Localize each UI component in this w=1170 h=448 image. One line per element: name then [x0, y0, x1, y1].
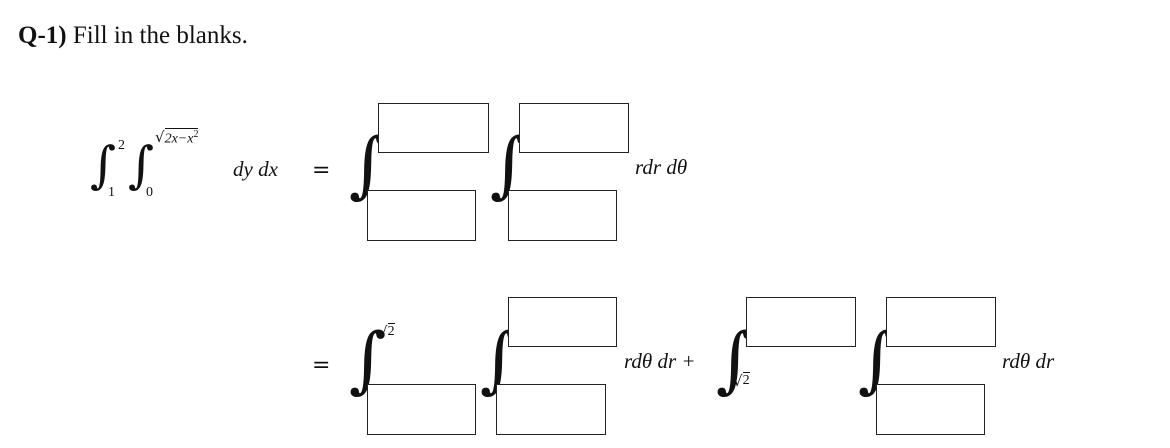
lhs-outer-upper-limit: 2	[118, 138, 125, 153]
lhs-inner-upper-limit: √ 2x−x2	[155, 128, 199, 148]
lhs-inner-lower-limit: 0	[146, 185, 153, 200]
blank-box-rhs2-first-inner-upper[interactable]	[508, 297, 617, 347]
blank-box-rhs2-first-inner-lower[interactable]	[496, 384, 606, 435]
sqrt-radicand: 2	[387, 323, 395, 339]
question-heading: Q-1) Fill in the blanks.	[18, 22, 248, 50]
blank-box-rhs2-second-inner-lower[interactable]	[876, 384, 985, 435]
equals-sign-2: =	[312, 353, 331, 378]
question-instruction: Fill in the blanks.	[72, 22, 248, 49]
lhs-outer-integral-sign: ∫	[90, 136, 117, 194]
sqrt-symbol: √	[733, 372, 743, 390]
rhs2-first-outer-upper-limit: √ 2	[378, 323, 395, 342]
lhs-differentials: dy dx	[233, 157, 278, 181]
sqrt-symbol: √	[378, 323, 388, 341]
rhs1-integrand: rdr dθ	[635, 155, 688, 179]
blank-box-rhs1-inner-lower[interactable]	[508, 190, 617, 241]
rhs2-second-outer-lower-limit: √ 2	[733, 372, 750, 391]
question-number: Q-1)	[18, 22, 67, 49]
sqrt-radicand: 2	[742, 372, 750, 388]
sqrt-symbol: √	[155, 128, 165, 146]
blank-box-rhs1-outer-upper[interactable]	[378, 103, 489, 153]
rhs2-second-integrand: rdθ dr	[1002, 349, 1055, 373]
equals-sign-1: =	[312, 158, 331, 183]
rhs2-first-integrand: rdθ dr +	[624, 349, 696, 373]
blank-box-rhs2-second-outer-upper[interactable]	[746, 297, 856, 347]
blank-box-rhs2-second-inner-upper[interactable]	[886, 297, 996, 347]
lhs-outer-lower-limit: 1	[108, 185, 115, 200]
blank-box-rhs1-inner-upper[interactable]	[519, 103, 629, 153]
blank-box-rhs2-first-outer-lower[interactable]	[367, 384, 476, 435]
rhs2-first-outer-integral-sign: ∫	[349, 317, 387, 401]
blank-box-rhs1-outer-lower[interactable]	[367, 190, 476, 241]
lhs-inner-integral-sign: ∫	[128, 136, 155, 194]
sqrt-radicand: 2x−x2	[164, 128, 199, 147]
